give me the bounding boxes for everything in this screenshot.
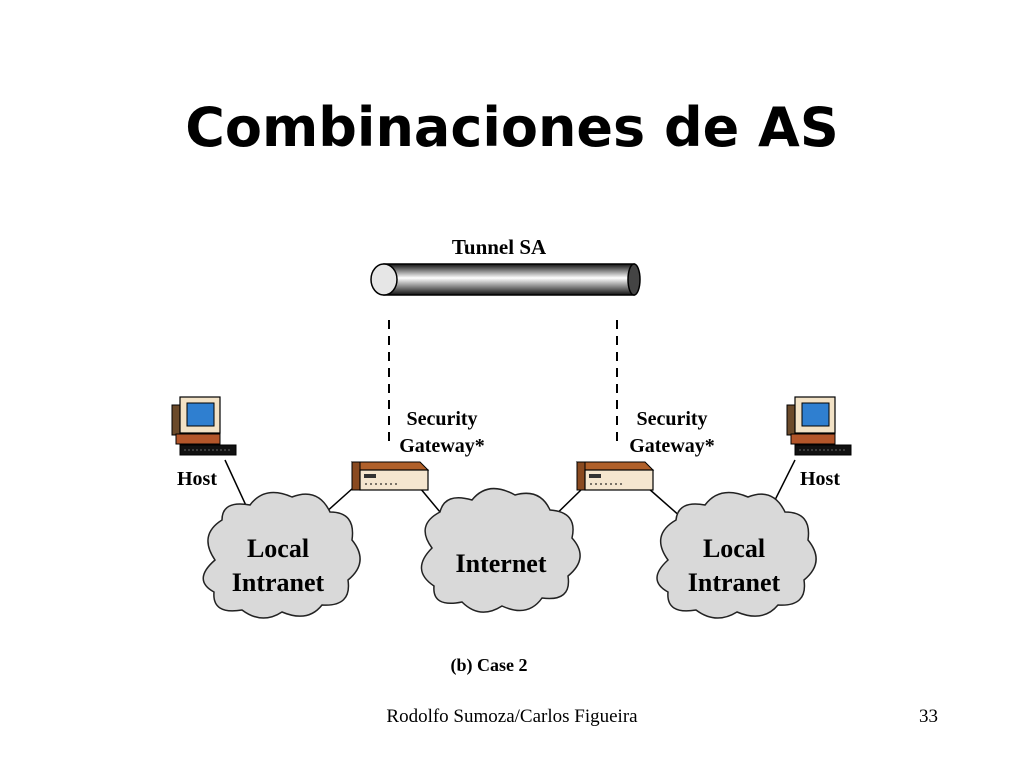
footer-author: Rodolfo Sumoza/Carlos Figueira	[386, 706, 638, 727]
host-left-label: Host	[177, 468, 217, 490]
cloud-left-label-2: Intranet	[232, 568, 325, 597]
cloud-left-label-1: Local	[247, 534, 309, 563]
cloud-right-label-1: Local	[703, 534, 765, 563]
gateway-left-icon	[350, 461, 430, 491]
gateway-left-label-1: Security	[406, 408, 477, 430]
cloud-left	[202, 491, 361, 619]
cloud-center	[420, 487, 581, 613]
cloud-center-label: Internet	[456, 549, 547, 578]
gateway-right-icon	[575, 461, 655, 491]
host-right-icon	[786, 396, 852, 456]
gateway-right-label-2: Gateway*	[629, 435, 715, 457]
slide-title: Combinaciones de AS	[185, 96, 839, 159]
gateway-right-label-1: Security	[636, 408, 707, 430]
tunnel-label: Tunnel SA	[452, 235, 547, 259]
host-left-icon	[171, 396, 237, 456]
tunnel-tube	[370, 263, 641, 296]
gateway-left-label-2: Gateway*	[399, 435, 485, 457]
host-right-label: Host	[800, 468, 840, 490]
cloud-right	[656, 491, 817, 619]
page-number: 33	[919, 706, 938, 727]
diagram-caption: (b) Case 2	[451, 655, 528, 676]
cloud-right-label-2: Intranet	[688, 568, 781, 597]
